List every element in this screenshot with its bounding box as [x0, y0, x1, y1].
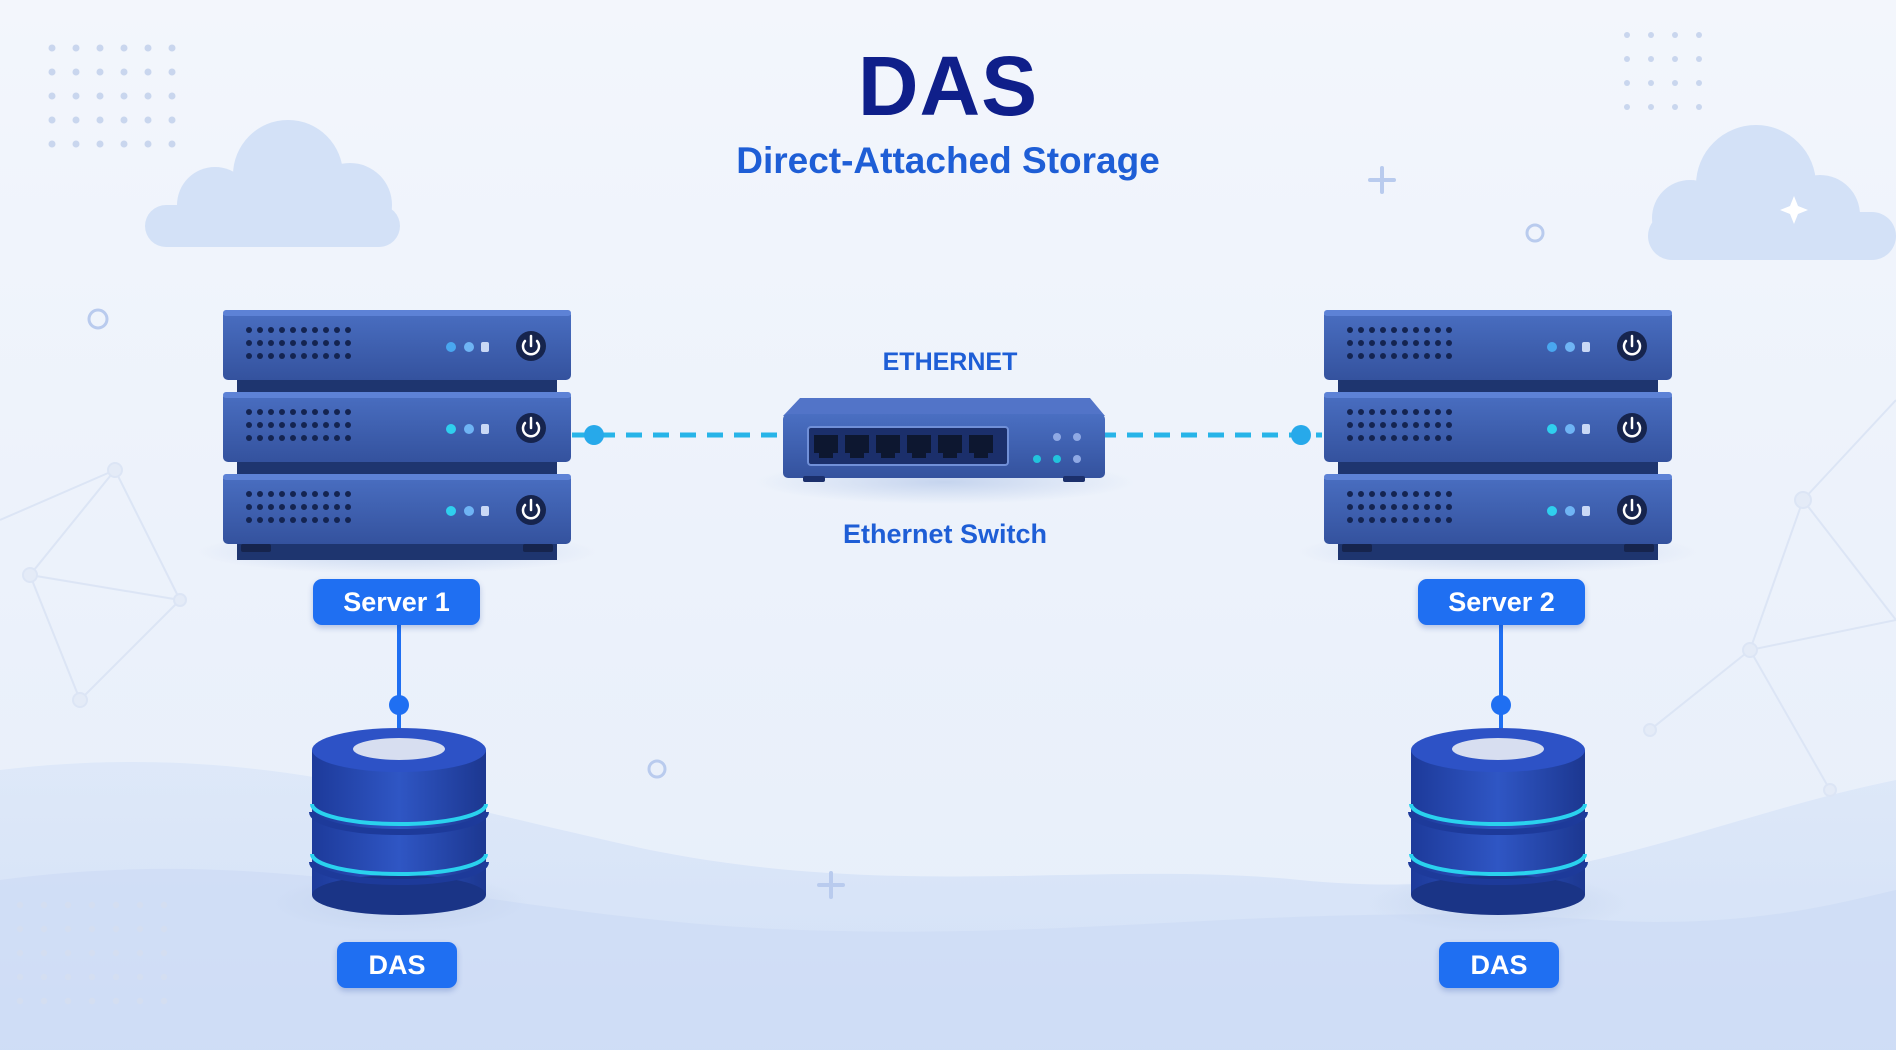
- switch-port: [814, 435, 838, 458]
- power-icon: [521, 339, 541, 356]
- power-icon: [1622, 503, 1642, 520]
- server-unit: [1324, 474, 1672, 560]
- cloud-right: [1648, 125, 1896, 260]
- sparkle-marks: [817, 166, 1396, 899]
- page-title: DAS: [857, 39, 1039, 133]
- server-rack-1: [197, 310, 597, 574]
- server-unit: [1324, 392, 1672, 478]
- server-2-label: Server 2: [1418, 579, 1585, 625]
- power-icon: [1622, 339, 1642, 356]
- switch-port: [876, 435, 900, 458]
- server-unit: [223, 474, 571, 560]
- server-unit: [223, 392, 571, 478]
- das-storage-2: [1368, 728, 1628, 933]
- server-rack-2: [1298, 310, 1698, 574]
- server-unit: [223, 310, 571, 396]
- switch-port: [907, 435, 931, 458]
- page-subtitle: Direct-Attached Storage: [736, 140, 1160, 181]
- switch-port: [938, 435, 962, 458]
- ethernet-switch: [755, 398, 1135, 504]
- power-icon: [521, 421, 541, 438]
- das-storage-1: [269, 728, 529, 933]
- das-1-label: DAS: [337, 942, 457, 988]
- switch-port: [969, 435, 993, 458]
- power-icon: [1622, 421, 1642, 438]
- power-icon: [521, 503, 541, 520]
- mesh-right: [1643, 399, 1896, 797]
- switch-top-label: ETHERNET: [882, 348, 1018, 376]
- das-2-label: DAS: [1439, 942, 1559, 988]
- cloud-left: [145, 120, 400, 247]
- server-unit: [1324, 310, 1672, 396]
- switch-port: [845, 435, 869, 458]
- switch-bottom-label: Ethernet Switch: [842, 519, 1048, 549]
- mesh-left: [0, 462, 187, 708]
- ring-marks: [87, 223, 1545, 779]
- server-1-label: Server 1: [313, 579, 480, 625]
